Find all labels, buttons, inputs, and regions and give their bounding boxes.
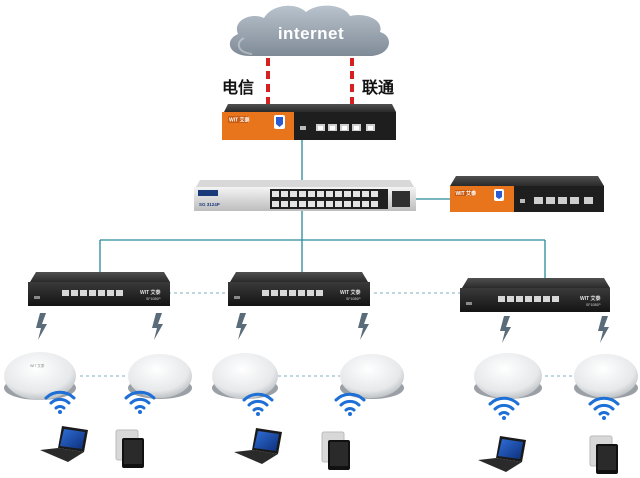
access-switch-icon: WIT 艾泰 SF1080P	[228, 272, 370, 306]
svg-text:SG 3124P: SG 3124P	[199, 202, 220, 207]
tablet-icon	[321, 431, 350, 470]
access-point-icon: WIT 艾泰	[4, 352, 76, 400]
core-switch-icon: SG 3124P	[194, 180, 416, 211]
lightning-icon	[598, 316, 609, 343]
tablet-icon	[115, 429, 144, 468]
access-point-icon	[212, 353, 278, 399]
access-point-icon	[340, 354, 404, 399]
lightning-icon	[236, 313, 247, 340]
lightning-icon	[358, 313, 369, 340]
lightning-icon	[500, 316, 511, 343]
wifi-icon	[334, 392, 366, 416]
svg-text:WIT 艾泰: WIT 艾泰	[340, 289, 362, 296]
access-switch-icon: WIT 艾泰 SF1080P	[28, 272, 170, 306]
wifi-icon	[44, 390, 76, 414]
svg-text:WIT 艾泰: WIT 艾泰	[30, 363, 45, 368]
svg-text:WIT 艾泰: WIT 艾泰	[140, 289, 162, 296]
tablet-icon	[589, 435, 618, 474]
secondary-router-icon: WIT 艾泰	[450, 176, 604, 212]
svg-text:WIT 艾泰: WIT 艾泰	[580, 295, 602, 302]
svg-text:SF1080P: SF1080P	[146, 297, 161, 301]
wifi-icon	[124, 390, 156, 414]
svg-text:WIT 艾泰: WIT 艾泰	[456, 190, 478, 197]
access-point-icon	[474, 353, 542, 399]
laptop-icon	[234, 428, 282, 464]
cloud-icon	[229, 5, 390, 57]
wifi-icon	[588, 396, 620, 420]
wifi-icon	[488, 396, 520, 420]
isp-label-telecom: 电信	[222, 78, 255, 97]
svg-text:SF1080P: SF1080P	[346, 297, 361, 301]
cloud-label: internet	[277, 24, 345, 43]
access-switch-icon: WIT 艾泰 SF1080P	[460, 278, 610, 312]
wifi-icon	[242, 392, 274, 416]
access-point-icon	[574, 354, 638, 399]
laptop-icon	[478, 436, 526, 472]
isp-label-unicom: 联通	[362, 78, 395, 97]
lightning-icon	[36, 313, 47, 340]
main-router-icon: WIT 艾泰	[222, 104, 396, 140]
laptop-icon	[40, 426, 88, 462]
lightning-icon	[152, 313, 163, 340]
svg-text:SF1080P: SF1080P	[586, 303, 601, 307]
svg-text:WIT 艾泰: WIT 艾泰	[229, 117, 251, 124]
